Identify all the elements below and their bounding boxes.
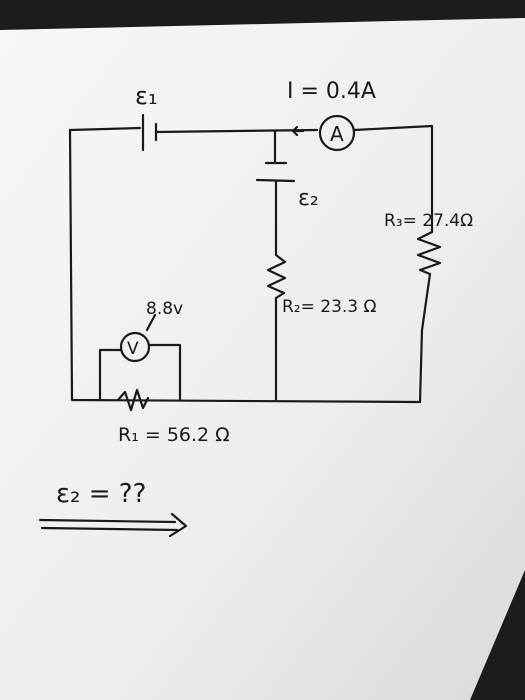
answer-arrow [38, 512, 188, 538]
voltmeter-pointer [145, 313, 157, 332]
label-current: I = 0.4A [287, 79, 376, 104]
circuit [38, 113, 442, 538]
resistor-r2 [266, 253, 287, 300]
label-r2: R₂= 23.3 Ω [282, 297, 377, 317]
resistor-r3 [416, 230, 442, 276]
label-ammeter: A [330, 122, 344, 146]
label-voltmeter: V [127, 339, 139, 359]
label-emf1: ε₁ [135, 82, 158, 110]
top-wire-left [68, 126, 142, 132]
left-wire [68, 128, 422, 404]
voltmeter-circle [119, 331, 151, 363]
label-r1: R₁ = 56.2 Ω [118, 424, 230, 446]
resistor-r1 [116, 388, 150, 412]
voltmeter-wires [98, 343, 182, 402]
top-wire-mid [154, 128, 319, 134]
top-wire-right [352, 124, 434, 234]
right-wire-bottom [418, 272, 432, 404]
label-voltmeter-reading: 8.8v [146, 299, 183, 319]
current-arrow [291, 125, 305, 137]
label-r3: R₃= 27.4Ω [384, 211, 473, 231]
label-question: ε₂ = ?? [56, 479, 146, 509]
label-emf2: ε₂ [298, 186, 319, 211]
paper-sheet [0, 18, 525, 700]
ammeter-circle [318, 114, 356, 152]
